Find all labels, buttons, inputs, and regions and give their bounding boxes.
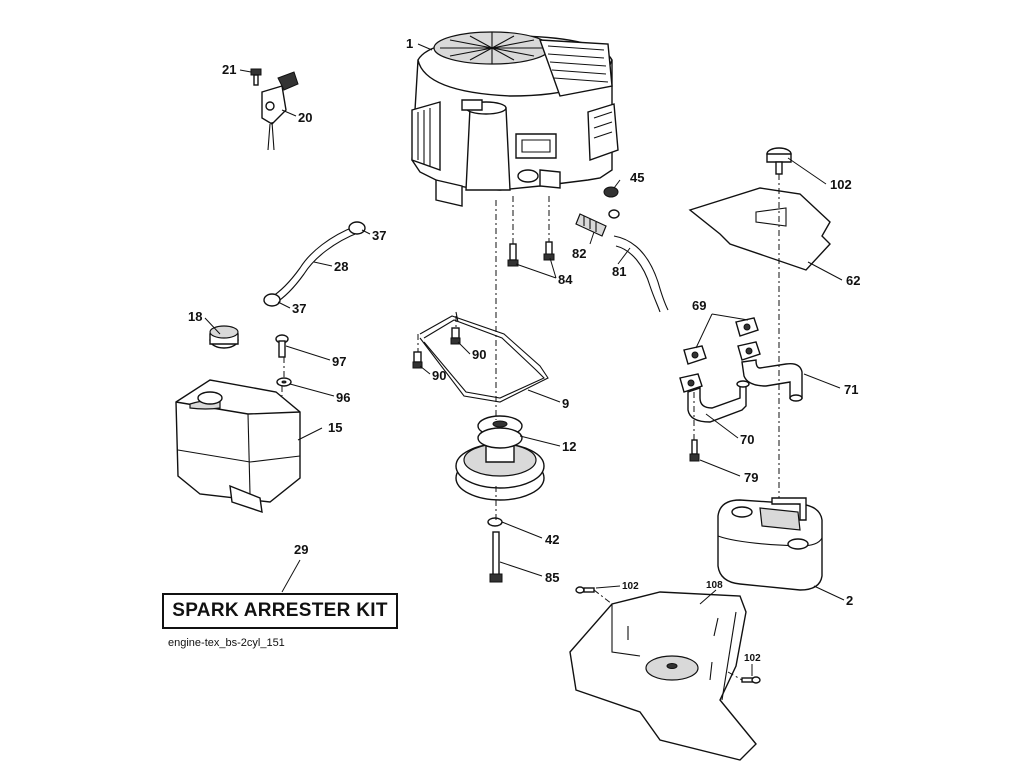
screw-102-b-part (741, 676, 761, 684)
callout-engine: 1 (406, 36, 413, 51)
callout-bolt-90-a: 90 (472, 347, 486, 362)
exhaust-pipe-right-part (741, 359, 803, 402)
gasket-part (679, 317, 761, 393)
drain-hose-part (613, 235, 669, 313)
callout-screw-102-a: 102 (622, 581, 639, 592)
bolt-90-a-part (450, 327, 461, 345)
callout-washer-96: 96 (336, 390, 350, 405)
washer-96-part (276, 377, 292, 387)
leader-lines (204, 43, 845, 676)
diagram-file-name: engine-tex_bs-2cyl_151 (168, 637, 285, 649)
knob-102-part (766, 147, 792, 175)
callout-nut-45: 45 (630, 170, 644, 185)
callout-bracket-screw: 21 (222, 62, 236, 77)
callout-heat-shield: 62 (846, 273, 860, 288)
screw-97-part (275, 334, 289, 358)
callout-exhaust-pipe-right: 71 (844, 382, 858, 397)
throttle-bracket-part (261, 71, 299, 151)
bolt-85-part (489, 531, 503, 583)
hose-clamp-top-part (348, 221, 366, 235)
callout-numbers: 1 21 20 37 28 37 18 97 96 15 90 90 9 12 … (188, 36, 860, 664)
pulley-part (455, 415, 545, 501)
muffler-part (717, 497, 823, 591)
callout-drain-hose: 81 (612, 264, 626, 279)
engine-part (411, 31, 619, 207)
callout-gasket: 69 (692, 298, 706, 313)
callout-drain-valve: 82 (572, 246, 586, 261)
bolt-79-part (689, 439, 700, 462)
spark-arrester-kit-label: SPARK ARRESTER KIT (162, 593, 398, 629)
callout-pulley: 12 (562, 439, 576, 454)
callout-screw-102-b: 102 (744, 653, 761, 664)
callout-belt-guide: 9 (562, 396, 569, 411)
fuel-line-part (269, 225, 361, 305)
callout-hose-clamp-bottom: 37 (292, 301, 306, 316)
callout-bolt-79: 79 (744, 470, 758, 485)
belt-guide-part (419, 311, 549, 403)
washer-42-part (487, 517, 503, 527)
assembly-lines (281, 174, 780, 681)
bottom-shield-part (569, 591, 757, 761)
callout-bottom-shield: 108 (706, 580, 723, 591)
callout-screw-97: 97 (332, 354, 346, 369)
exhaust-pipe-left-part (687, 380, 750, 423)
hose-clamp-bottom-part (263, 293, 281, 307)
callout-muffler: 2 (846, 593, 853, 608)
fuel-tank-part (175, 379, 301, 514)
heat-shield-part (688, 187, 831, 271)
drain-valve-part (575, 209, 620, 237)
callout-bolts-84: 84 (558, 272, 573, 287)
screw-102-a-part (575, 586, 595, 594)
callout-knob-102: 102 (830, 177, 852, 192)
bolts-84-part (507, 241, 555, 267)
callout-kit: 29 (294, 542, 308, 557)
callout-washer-42: 42 (545, 532, 559, 547)
bolt-90-b-part (412, 351, 423, 369)
nut-45-part (603, 186, 619, 198)
callout-throttle-bracket: 20 (298, 110, 312, 125)
callout-exhaust-pipe-left: 70 (740, 432, 754, 447)
callout-fuel-line: 28 (334, 259, 348, 274)
fuel-cap-part (209, 325, 239, 349)
bracket-screw-part (250, 68, 262, 86)
callout-hose-clamp-top: 37 (372, 228, 386, 243)
callout-bolt-90-b: 90 (432, 368, 446, 383)
callout-fuel-cap: 18 (188, 309, 202, 324)
callout-bolt-85: 85 (545, 570, 559, 585)
callout-fuel-tank: 15 (328, 420, 342, 435)
